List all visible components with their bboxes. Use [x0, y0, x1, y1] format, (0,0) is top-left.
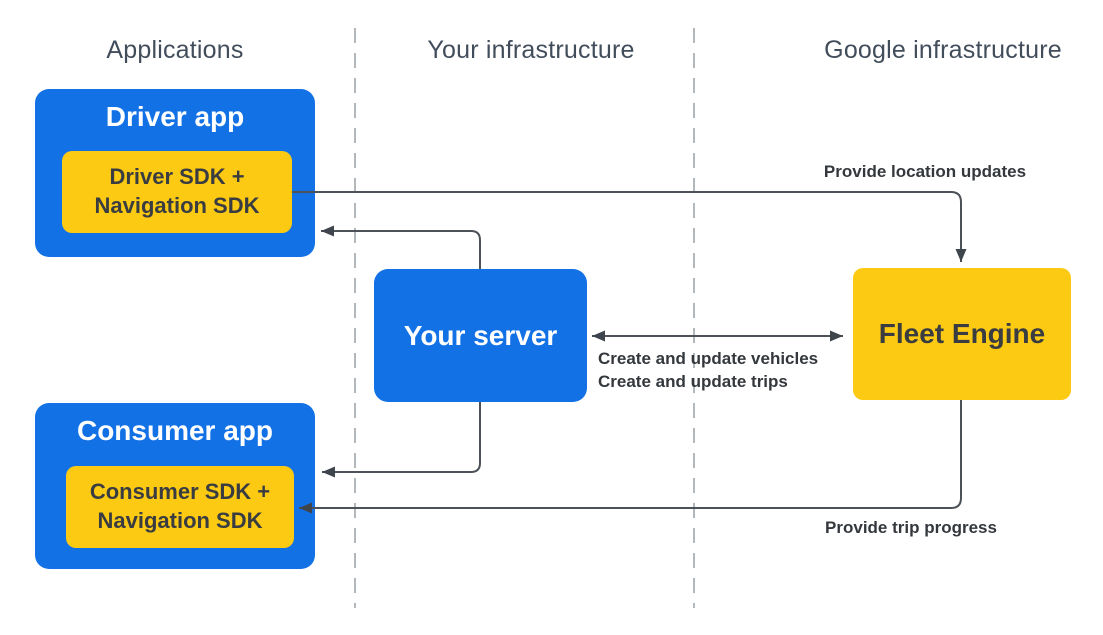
your-server-node: Your server — [374, 269, 587, 402]
driver-sdk-line1: Driver SDK + — [109, 164, 245, 189]
fleet-engine-node: Fleet Engine — [853, 268, 1071, 400]
consumer-sdk-node: Consumer SDK + Navigation SDK — [66, 466, 294, 548]
driver-app-title: Driver app — [105, 101, 245, 132]
driver-sdk-node: Driver SDK + Navigation SDK — [62, 151, 292, 233]
connector-server-to-consumer-app — [322, 402, 481, 478]
edge-label-create-and-update: Create and update vehicles Create and up… — [598, 347, 818, 393]
driver-sdk-line2: Navigation SDK — [94, 193, 260, 218]
consumer-sdk-line2: Navigation SDK — [97, 508, 263, 533]
edge-label-provide-location-updates: Provide location updates — [823, 162, 1027, 181]
edge-label-create-trips: Create and update trips — [598, 372, 788, 391]
column-header-your-infrastructure: Your infrastructure — [427, 36, 635, 64]
column-header-google-infrastructure: Google infrastructure — [824, 36, 1062, 64]
connector-provide-trip-progress — [299, 400, 962, 514]
consumer-app-title: Consumer app — [76, 415, 274, 446]
your-server-title: Your server — [403, 319, 558, 351]
connector-server-to-driver-app — [321, 225, 481, 269]
column-header-applications: Applications — [106, 36, 244, 64]
edge-label-create-vehicles: Create and update vehicles — [598, 349, 819, 368]
fleet-engine-title: Fleet Engine — [878, 318, 1046, 349]
driver-sdk-label: Driver SDK + Navigation SDK — [62, 151, 292, 220]
edge-label-provide-trip-progress: Provide trip progress — [825, 518, 997, 537]
consumer-sdk-label: Consumer SDK + Navigation SDK — [66, 466, 294, 535]
connector-provide-location-updates — [292, 191, 967, 262]
consumer-sdk-line1: Consumer SDK + — [89, 479, 271, 504]
